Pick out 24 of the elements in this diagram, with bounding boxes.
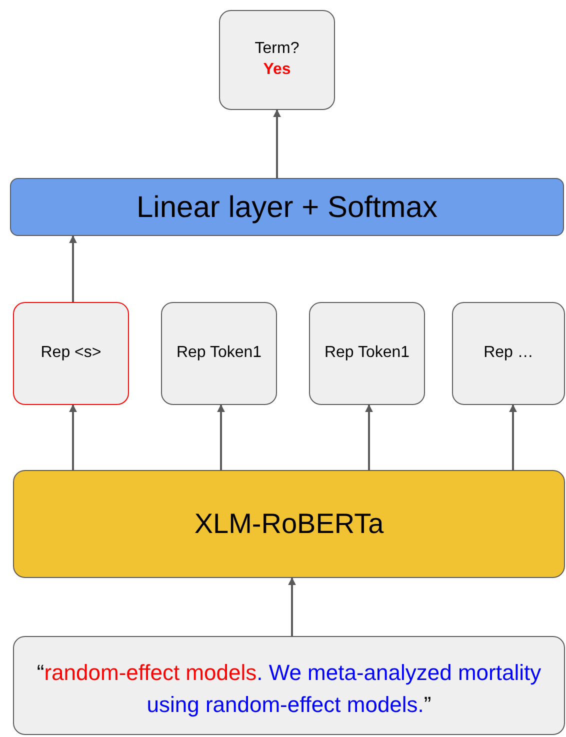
arrow <box>217 404 225 470</box>
input-sentence-box <box>13 636 565 735</box>
representation-box <box>161 302 277 405</box>
node-label: Linear layer + Softmax <box>136 190 438 226</box>
node-label: Rep Token1 <box>324 343 410 364</box>
arrow <box>509 404 517 470</box>
output-box <box>219 10 335 110</box>
node-label: Rep <s> <box>40 343 102 364</box>
arrow <box>69 404 77 470</box>
sentence-text: “random-effect models. We meta-analyzed mortality using random-effect models.” <box>36 659 542 719</box>
arrow <box>69 235 77 302</box>
node-label: XLM-RoBERTa <box>194 506 384 541</box>
representation-box <box>309 302 425 405</box>
node-label: Rep … <box>484 343 534 364</box>
arrow <box>288 577 296 636</box>
representation-box <box>452 302 565 405</box>
linear-softmax-layer <box>10 178 564 236</box>
arrow <box>365 404 373 470</box>
arrow <box>273 109 281 178</box>
encoder-box <box>13 470 565 578</box>
representation-box <box>13 302 129 405</box>
node-label: Term? <box>254 39 300 60</box>
node-label: Rep Token1 <box>176 343 262 364</box>
answer-label: Yes <box>263 60 291 80</box>
